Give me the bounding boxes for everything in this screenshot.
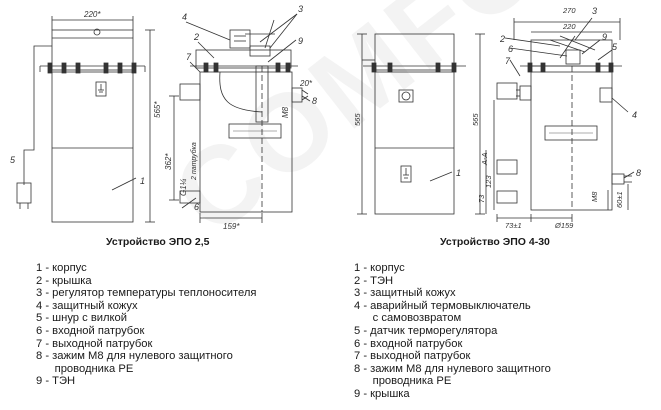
right-dim-h4: 123 — [484, 175, 493, 188]
right-callout-6: 6 — [508, 44, 513, 54]
left-callout-4: 4 — [182, 12, 187, 22]
right-legend-item: проводника РЕ — [354, 375, 452, 388]
right-dim-dia: Ø159 — [554, 221, 574, 230]
right-legend: 1 - корпус 2 - ТЭН 3 - защитный кожух 4 … — [354, 262, 551, 401]
right-section-view — [475, 17, 635, 222]
right-callout-1: 1 — [456, 168, 461, 178]
left-legend-item: 4 - защитный кожух — [36, 299, 138, 312]
left-front-view — [16, 16, 155, 223]
right-callout-9: 9 — [602, 32, 607, 42]
left-legend-item: 6 - входной патрубок — [36, 324, 145, 337]
left-legend-item: 2 - крышка — [36, 274, 92, 287]
right-dim-section: А-А — [480, 152, 489, 166]
right-callout-7: 7 — [505, 56, 511, 66]
left-callout-7: 7 — [186, 52, 192, 62]
left-dim-angle: 20* — [299, 79, 313, 88]
left-dim-top: 220* — [83, 10, 101, 19]
right-dim-w2: 220 — [562, 22, 576, 31]
left-callout-6: 6 — [194, 202, 199, 212]
right-callout-5: 5 — [612, 42, 618, 52]
left-dim-bottom: 159* — [223, 222, 240, 231]
right-legend-item: 1 - корпус — [354, 262, 405, 274]
left-dim-pipes: 2 патрубка — [190, 142, 198, 181]
right-legend-item: 9 - крышка — [354, 387, 410, 400]
right-dim-g: 60±1 — [615, 191, 624, 208]
right-callout-8: 8 — [636, 168, 641, 178]
right-legend-item: 7 - выходной патрубок — [354, 350, 471, 363]
right-caption: Устройство ЭПО 4-30 — [440, 236, 550, 248]
right-dim-m8: M8 — [590, 191, 599, 202]
left-dim-height: 565* — [153, 101, 162, 118]
left-legend-item: 9 - ТЭН — [36, 375, 76, 388]
right-dim-h1: 565 — [353, 113, 362, 126]
right-legend-item: 2 - ТЭН — [354, 274, 394, 287]
right-callout-4: 4 — [632, 110, 637, 120]
right-legend-item: 5 - датчик терморегулятора — [354, 324, 498, 337]
left-callout-2: 2 — [193, 32, 199, 42]
left-legend-item: 8 - зажим М8 для нулевого защитного — [36, 350, 233, 363]
right-legend-item: 8 - зажим М8 для нулевого защитного — [354, 362, 551, 375]
left-legend-item: 5 - шнур с вилкой — [36, 312, 128, 325]
right-dim-bottom: 73±1 — [505, 221, 522, 230]
right-legend-item: 3 - защитный кожух — [354, 287, 456, 300]
left-callout-3: 3 — [298, 4, 303, 14]
right-legend-item: 4 - аварийный термовыключатель — [354, 299, 531, 312]
right-dim-h2: 565 — [471, 113, 480, 126]
right-dim-w1: 270 — [562, 6, 576, 15]
left-dim-m8: M8 — [281, 106, 290, 118]
left-legend-item: 3 - регулятор температуры теплоносителя — [36, 287, 257, 300]
right-legend-item: 6 - входной патрубок — [354, 337, 463, 350]
left-legend-item: 1 - корпус — [36, 262, 87, 274]
left-caption: Устройство ЭПО 2,5 — [106, 236, 210, 248]
left-callout-1: 1 — [140, 176, 145, 186]
right-legend-item: с самовозвратом — [354, 312, 462, 325]
right-callout-3: 3 — [592, 6, 597, 16]
right-front-view — [357, 33, 466, 215]
right-dim-h3: 73 — [477, 194, 486, 203]
left-callout-8: 8 — [312, 96, 317, 106]
left-dim-thread: G1¼ — [179, 178, 188, 196]
left-callout-9: 9 — [298, 36, 303, 46]
left-legend: 1 - корпус 2 - крышка 3 - регулятор темп… — [36, 262, 256, 388]
left-legend-item: проводника РЕ — [36, 362, 134, 375]
left-section-view — [169, 13, 311, 223]
left-callout-5: 5 — [10, 155, 16, 165]
right-callout-2: 2 — [499, 34, 505, 44]
left-legend-item: 7 - выходной патрубок — [36, 337, 153, 350]
technical-drawings: 220* 565* 362* G1¼ 2 патрубка 159* 20* M… — [10, 4, 641, 231]
left-dim-height2: 362* — [164, 153, 173, 170]
